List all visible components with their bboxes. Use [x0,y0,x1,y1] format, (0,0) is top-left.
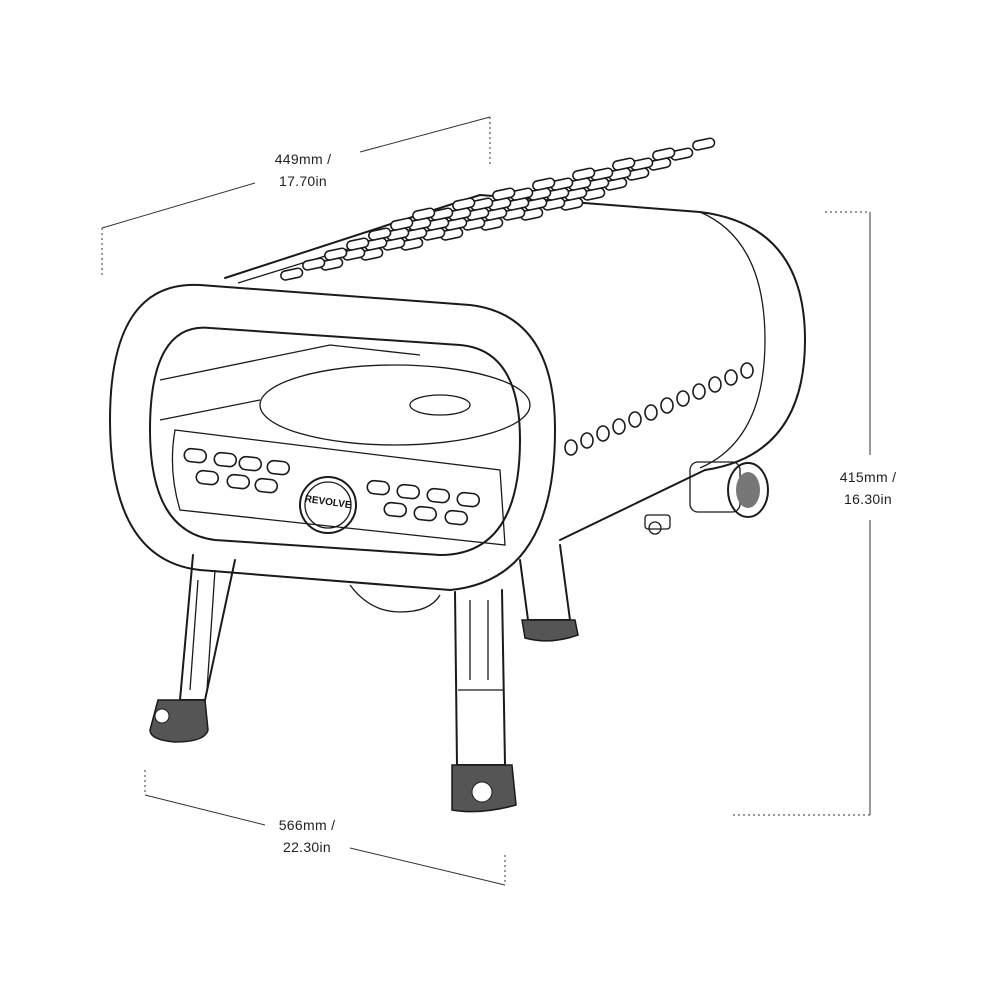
height-dimension-lines [733,211,871,816]
vent-slot [183,447,208,464]
vent-slot [580,432,594,449]
vent-slot [413,505,438,522]
vent-slot [266,459,291,476]
control-panel-vent-slots [183,447,481,526]
leg-front-right [451,589,517,813]
vent-slot [692,137,716,151]
vent-slot [660,397,674,414]
height-in: 16.30in [843,491,893,507]
vent-slot [390,217,414,231]
bottom-burner [349,584,441,613]
vent-slot [492,187,516,201]
vent-slot [368,227,392,241]
vent-slot [346,237,370,251]
oven-front [109,283,556,591]
width-dimension-label: 566mm / 22.30in [262,814,352,858]
vent-slot [213,451,238,468]
control-panel [171,429,506,546]
width-dimension-lines [144,770,506,886]
vent-slot [644,404,658,421]
side-vent-slots [564,362,754,456]
vent-slot [724,369,738,386]
vent-slot [692,383,706,400]
vent-slot [612,418,626,435]
width-in: 22.30in [282,839,332,855]
vent-slot [444,509,469,526]
vent-slot [195,469,220,486]
vent-slot [612,157,636,171]
vent-slot [628,411,642,428]
vent-slot [676,390,690,407]
vent-slot [596,425,610,442]
vent-slot [280,267,304,281]
vent-slot [302,257,326,271]
vent-slot [412,207,436,221]
depth-dimension-lines [101,116,491,276]
vent-slot [452,197,476,211]
vent-slot [396,483,421,500]
depth-dimension-label: 449mm / 17.70in [258,148,348,192]
vent-slot [740,362,754,379]
vent-slot [226,473,251,490]
vent-slot [254,477,279,494]
logo-badge [299,476,357,534]
height-dimension-label: 415mm / 16.30in [818,466,918,510]
vent-slot [238,455,263,472]
depth-mm: 449mm / [274,151,332,167]
leg-front-left [149,554,236,743]
gas-regulator [644,461,769,535]
height-mm: 415mm / [839,469,897,485]
leg-back-right [519,544,579,642]
vent-slot [652,147,676,161]
width-mm: 566mm / [278,817,336,833]
vent-slot [366,479,391,496]
vent-slot [324,247,348,261]
vent-slot [383,501,408,518]
vent-slot [708,376,722,393]
vent-slot [456,491,481,508]
vent-slot [426,487,451,504]
vent-slot [564,439,578,456]
vent-slot [532,177,556,191]
top-vent-slots [280,137,716,281]
vent-slot [572,167,596,181]
depth-in: 17.70in [278,173,328,189]
